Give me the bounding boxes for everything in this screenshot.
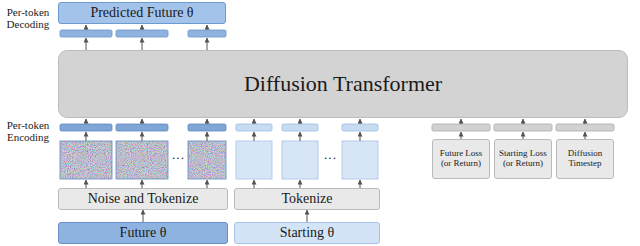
process-box: Noise and Tokenize <box>58 188 228 210</box>
input-box: Future θ <box>58 222 228 244</box>
ellipsis: ··· <box>168 151 188 165</box>
starting-token <box>236 124 378 131</box>
condition-box: Future Loss (or Return) <box>432 139 490 179</box>
input-box: Starting θ <box>234 222 380 244</box>
condition-token <box>432 124 614 131</box>
condition-box: Diffusion Timestep <box>556 139 614 179</box>
connector-arrow <box>143 210 144 222</box>
condition-box: Starting Loss (or Return) <box>494 139 552 179</box>
node-text: Diffusion Timestep <box>559 149 611 169</box>
node-text: Tokenize <box>281 191 332 206</box>
noise-patch <box>60 141 226 179</box>
row-label: Per-token Decoding <box>0 6 56 30</box>
row-label: Per-token Encoding <box>0 119 56 143</box>
transformer-block: Diffusion Transformer <box>58 50 628 118</box>
node-text: Diffusion Transformer <box>244 72 442 96</box>
process-box: Tokenize <box>234 188 380 210</box>
node-text: Predicted Future θ <box>90 5 193 20</box>
node-text: Future θ <box>120 225 167 240</box>
future-token <box>60 124 226 131</box>
starting-patch <box>236 141 378 179</box>
node-text: Noise and Tokenize <box>88 191 199 206</box>
ellipsis: ··· <box>318 151 342 165</box>
node-text: Starting θ <box>280 225 335 240</box>
decoding-token <box>60 30 226 37</box>
output-box: Predicted Future θ <box>58 2 226 24</box>
node-text: Future Loss (or Return) <box>435 149 487 169</box>
connector-arrow <box>307 210 308 222</box>
node-text: Starting Loss (or Return) <box>497 149 549 169</box>
